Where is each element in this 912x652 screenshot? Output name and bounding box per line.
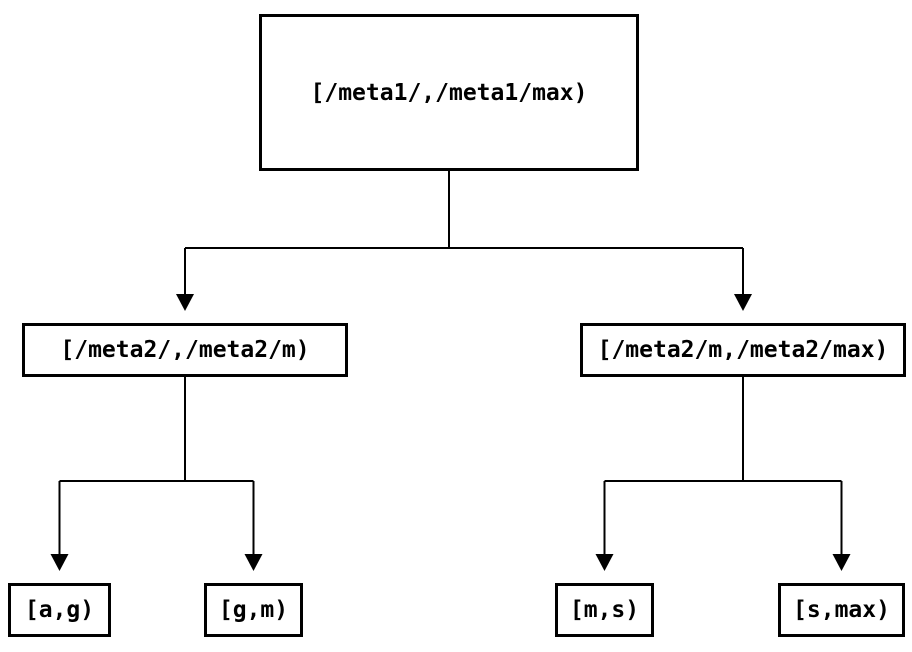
arrowhead-to-leaf-gm xyxy=(244,554,263,571)
node-left-label: [/meta2/,/meta2/m) xyxy=(60,337,310,363)
node-leaf-ms-label: [m,s) xyxy=(569,597,640,623)
edge-left-to-leaves xyxy=(58,377,255,555)
arrowhead-to-leaf-ms xyxy=(595,554,614,571)
node-leaf-smax: [s,max) xyxy=(778,583,905,637)
arrowheads xyxy=(50,294,851,571)
edge-right-to-leaves xyxy=(603,377,843,555)
arrowhead-to-right-node xyxy=(734,294,752,311)
arrowhead-to-leaf-ag xyxy=(50,554,69,571)
node-leaf-gm: [g,m) xyxy=(204,583,303,637)
node-root-label: [/meta1/,/meta1/max) xyxy=(310,79,588,106)
edge-lines xyxy=(58,171,843,555)
node-root: [/meta1/,/meta1/max) xyxy=(259,14,639,171)
edge-root-to-children xyxy=(184,171,744,295)
node-right-label: [/meta2/m,/meta2/max) xyxy=(597,337,889,363)
node-leaf-ag: [a,g) xyxy=(8,583,111,637)
node-leaf-gm-label: [g,m) xyxy=(218,597,289,623)
node-leaf-ag-label: [a,g) xyxy=(24,597,95,623)
node-leaf-ms: [m,s) xyxy=(555,583,654,637)
arrowhead-to-left-node xyxy=(176,294,194,311)
node-right-subtree: [/meta2/m,/meta2/max) xyxy=(580,323,906,377)
arrowhead-to-leaf-smax xyxy=(832,554,851,571)
node-leaf-smax-label: [s,max) xyxy=(793,597,890,623)
node-left-subtree: [/meta2/,/meta2/m) xyxy=(22,323,348,377)
